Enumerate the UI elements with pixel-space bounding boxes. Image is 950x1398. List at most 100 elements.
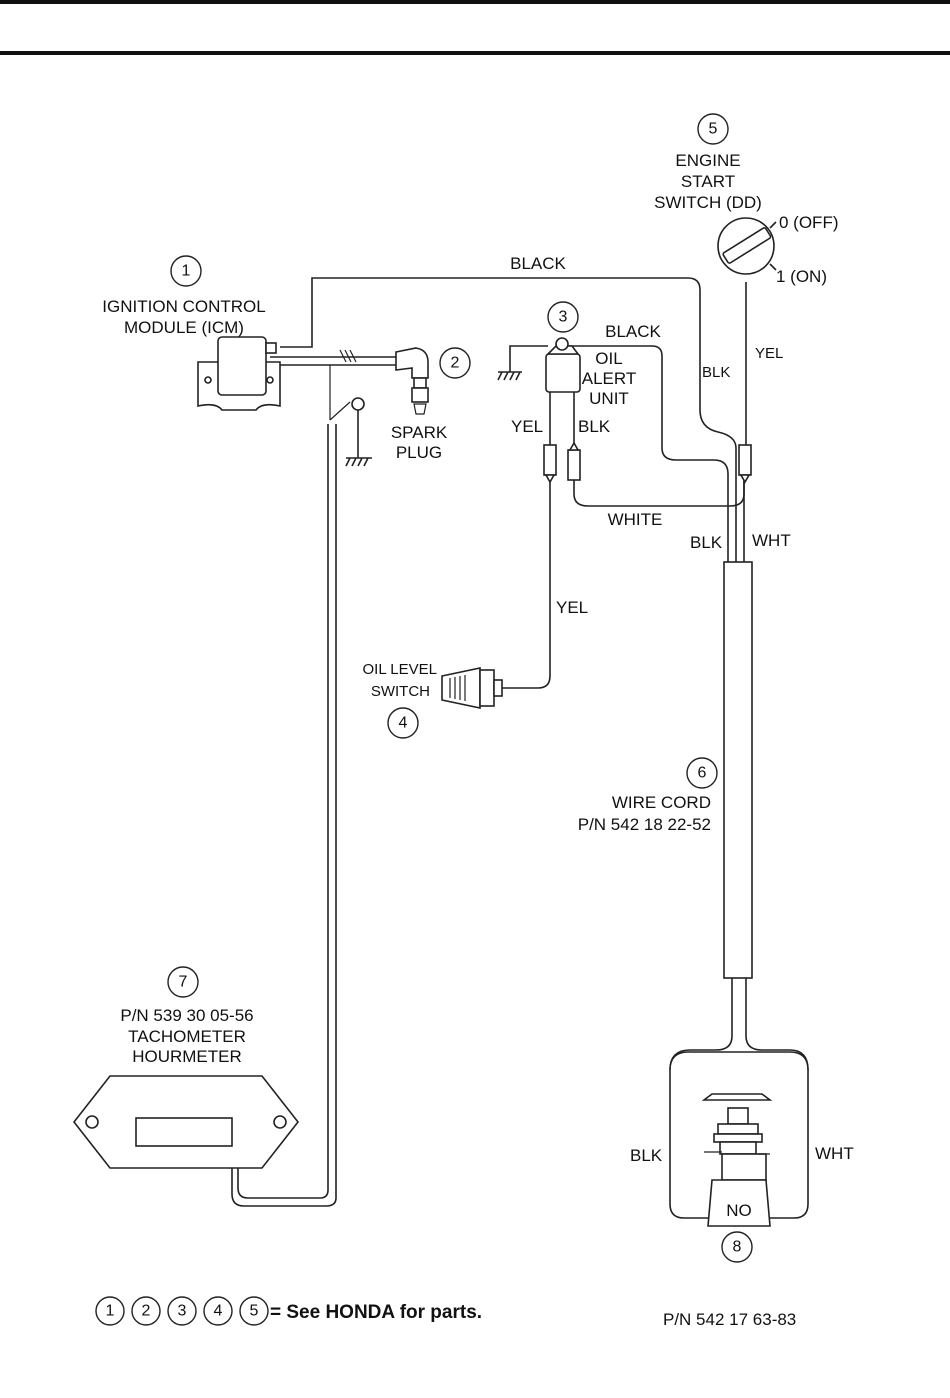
icm-hole-right xyxy=(266,376,274,384)
tachometer-hole-left xyxy=(85,1115,99,1129)
number-4: 4 xyxy=(399,715,408,732)
icm-label-line-1: IGNITION CONTROL xyxy=(102,297,265,316)
circle-6 xyxy=(686,757,718,789)
component-labels: IGNITION CONTROL MODULE (ICM) SPARK PLUG… xyxy=(102,151,838,1220)
icm-hole-left xyxy=(204,376,212,384)
oil-alert-unit xyxy=(545,337,581,393)
wire-cord xyxy=(723,561,753,979)
top-rule xyxy=(0,0,950,4)
wire-tach-junction xyxy=(329,401,351,421)
wire-black-top xyxy=(280,277,737,562)
oil-alert-label-line-2: ALERT xyxy=(582,369,637,388)
circle-7 xyxy=(167,966,199,998)
oil-level-switch-body xyxy=(441,667,481,709)
push-button-thread-2 xyxy=(713,1133,763,1143)
ground-symbols xyxy=(345,371,522,467)
wires xyxy=(231,277,809,1207)
wire-label-blk-cord: BLK xyxy=(690,533,723,552)
push-button-body xyxy=(721,1153,767,1181)
engine-switch-on-marker xyxy=(769,263,777,271)
number-8: 8 xyxy=(733,1239,742,1256)
push-button-thread-1 xyxy=(717,1123,759,1135)
switch-box xyxy=(669,1051,809,1227)
wire-white xyxy=(573,480,745,507)
wire-label-black-top: BLACK xyxy=(510,254,566,273)
oil-level-label-line-2: SWITCH xyxy=(371,683,430,700)
oil-alert-terminal-icon xyxy=(555,337,569,351)
wire-cord-label-line-2: P/N 542 18 22-52 xyxy=(578,815,711,834)
footer-number-3: 3 xyxy=(178,1303,187,1320)
ignition-control-module xyxy=(197,336,357,411)
push-button-terminals xyxy=(704,1151,770,1155)
push-button-label: NO xyxy=(726,1201,752,1220)
spark-plug-label-line-1: SPARK xyxy=(391,423,448,442)
oil-alert-body xyxy=(545,353,581,393)
wire-oil-ground xyxy=(509,345,548,372)
circle-2 xyxy=(439,347,471,379)
push-button-housing xyxy=(707,1179,771,1227)
wire-label-wht-cord: WHT xyxy=(752,531,791,550)
spark-plug xyxy=(395,347,429,415)
wire-label-wht-bottom: WHT xyxy=(815,1144,854,1163)
number-1: 1 xyxy=(182,263,191,280)
icm-label-line-2: MODULE (ICM) xyxy=(124,318,244,337)
footer-circle-2 xyxy=(131,1296,161,1326)
wire-label-yel-oil: YEL xyxy=(511,417,543,436)
engine-switch-lever[interactable] xyxy=(722,227,772,264)
wire-tach-inner xyxy=(231,424,337,1207)
tachometer-display xyxy=(135,1117,233,1147)
number-2: 2 xyxy=(451,355,460,372)
wire-labels: BLACK BLACK BLK YEL YEL BLK WHITE BLK WH… xyxy=(510,254,854,1165)
footer-circle-1 xyxy=(95,1296,125,1326)
engine-switch-label-line-2: START xyxy=(681,172,735,191)
icm-lead-clip xyxy=(339,349,357,363)
wire-label-blk-bottom: BLK xyxy=(630,1146,663,1165)
engine-start-switch xyxy=(717,217,777,275)
switch-position-on: 1 (ON) xyxy=(776,267,827,286)
ground-icon xyxy=(345,457,372,467)
oil-level-label-line-1: OIL LEVEL xyxy=(363,661,438,678)
wire-yel-level xyxy=(500,480,551,689)
footer-number-5: 5 xyxy=(250,1303,259,1320)
spark-plug-cap xyxy=(413,377,427,389)
footer-note: 1 2 3 4 5 = See HONDA for parts. P/N 542… xyxy=(95,1296,796,1329)
footer-circle-3 xyxy=(167,1296,197,1326)
icm-body xyxy=(217,336,267,396)
oil-level-switch xyxy=(441,667,503,709)
circle-3 xyxy=(547,301,579,333)
footer-number-1: 1 xyxy=(106,1303,115,1320)
icm-terminal xyxy=(265,342,277,354)
ground-junction-icon xyxy=(351,397,365,411)
engine-switch-label-line-1: ENGINE xyxy=(675,151,740,170)
oil-level-switch-nut xyxy=(479,669,495,707)
spark-plug-label-line-2: PLUG xyxy=(396,443,442,462)
tachometer-hole-right xyxy=(273,1115,287,1129)
connector-blk-oil xyxy=(567,449,581,481)
push-button-cap[interactable] xyxy=(701,1093,773,1101)
footer-note-text: = See HONDA for parts. xyxy=(270,1302,482,1323)
oil-level-switch-tip xyxy=(493,679,503,697)
circle-1 xyxy=(170,255,202,287)
wire-label-yel-level: YEL xyxy=(556,598,588,617)
engine-switch-label-line-3: SWITCH (DD) xyxy=(654,193,762,212)
spark-plug-boot xyxy=(395,347,429,379)
connectors xyxy=(543,441,752,484)
footer-number-2: 2 xyxy=(142,1303,151,1320)
connector-switch xyxy=(738,444,752,476)
ground-icon-oil xyxy=(497,371,522,381)
connector-blk-oil-arrow xyxy=(568,441,580,451)
connector-yel-oil-arrow xyxy=(544,474,556,484)
push-button-nut xyxy=(719,1141,757,1155)
wire-tach-outer xyxy=(237,424,329,1199)
tachometer-label-line-3: HOURMETER xyxy=(132,1047,242,1066)
footer-part-number: P/N 542 17 63-83 xyxy=(663,1310,796,1329)
tachometer-hourmeter xyxy=(72,1075,300,1169)
circle-8 xyxy=(721,1231,753,1263)
spark-plug-tip xyxy=(413,403,427,415)
wire-label-blk-switch: BLK xyxy=(702,364,730,381)
wire-cord-sheath xyxy=(723,561,753,979)
footer-number-4: 4 xyxy=(214,1303,223,1320)
spark-plug-hex xyxy=(411,387,429,403)
tachometer-label-line-1: P/N 539 30 05-56 xyxy=(120,1006,253,1025)
